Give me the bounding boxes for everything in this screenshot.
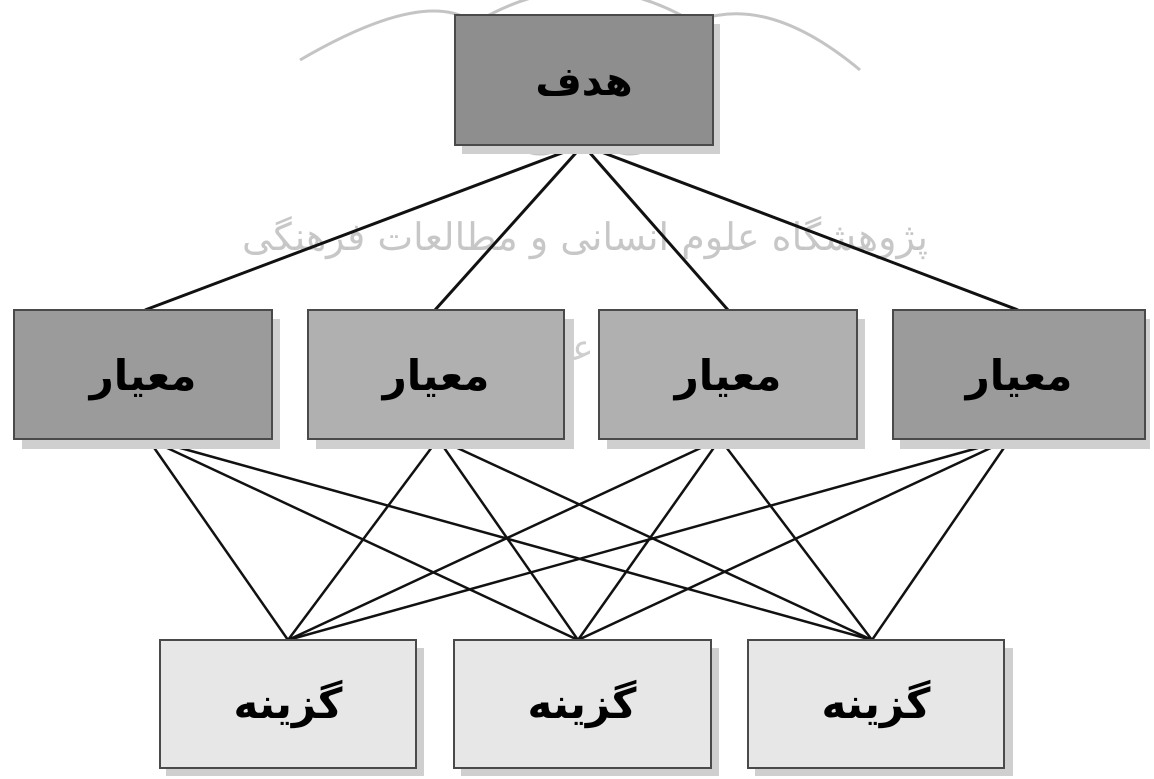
criterion-node-1: معیار — [13, 309, 280, 449]
edge-goal-criterion-3 — [581, 144, 730, 311]
criterion-node-3: معیار — [598, 309, 865, 449]
goal-node-box — [454, 14, 714, 146]
edge-criterion-2-alt-2 — [436, 438, 580, 641]
edge-criterion-4-alt-3 — [870, 438, 1012, 641]
criterion-node-4-box — [892, 309, 1146, 440]
alternative-node-2-label: گزینه — [528, 679, 638, 729]
criterion-node-2: معیار — [307, 309, 574, 449]
edge-criterion-4-alt-2 — [577, 437, 1011, 642]
alternative-node-3: گزینه — [747, 639, 1013, 776]
edge-criterion-3-alt-1 — [287, 437, 721, 642]
edge-criterion-2-alt-3 — [437, 437, 873, 642]
edge-criterion-1-alt-1 — [146, 438, 290, 641]
criterion-node-4: معیار — [892, 309, 1150, 449]
alternative-node-3-label: گزینه — [822, 679, 932, 729]
criterion-node-1-box — [13, 309, 273, 440]
criterion-node-2-box — [307, 309, 565, 440]
goal-to-criteria-edges — [144, 143, 1019, 312]
edge-criterion-4-alt-1 — [287, 437, 1011, 642]
alternative-node-1: گزینه — [159, 639, 424, 776]
edge-criterion-2-alt-1 — [286, 438, 440, 641]
edge-goal-criterion-2 — [433, 143, 585, 312]
criteria-to-alternatives-edges — [146, 437, 1012, 642]
goal-node-label: هدف — [535, 59, 632, 105]
watermark-line-1: پژوهشگاه علوم انسانی و مطالعات فرهنگی — [242, 215, 928, 260]
criteria-level: معیار معیار معیار معیار — [13, 309, 1150, 449]
alternative-node-1-box — [159, 639, 417, 769]
criterion-node-2-label: معیار — [381, 351, 490, 400]
criterion-node-3-box — [598, 309, 858, 440]
edge-goal-criterion-1 — [144, 143, 584, 312]
edge-goal-criterion-4 — [582, 143, 1019, 312]
goal-node: هدف — [454, 14, 720, 154]
criterion-node-1-label: معیار — [88, 351, 197, 400]
alternative-node-2: گزینه — [453, 639, 719, 776]
alternative-node-1-label: گزینه — [234, 679, 344, 729]
criterion-node-4-label: معیار — [964, 351, 1073, 400]
alternative-node-3-box — [747, 639, 1005, 769]
edge-criterion-1-alt-3 — [147, 437, 873, 642]
alternatives-level: گزینه گزینه گزینه — [159, 639, 1013, 776]
alternative-node-2-box — [453, 639, 712, 769]
criterion-node-3-label: معیار — [673, 351, 782, 400]
